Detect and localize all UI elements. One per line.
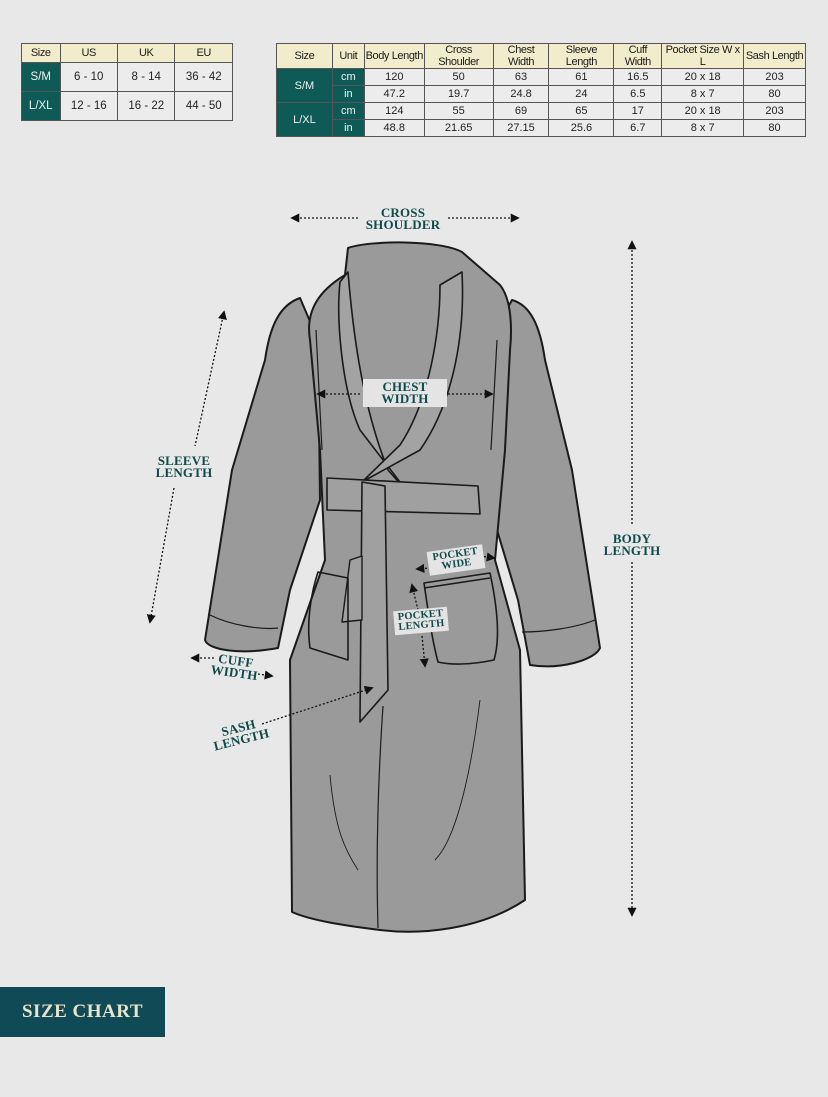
label-line: SHOULDER	[365, 217, 441, 232]
table-row: S/M cm 120 50 63 61 16.5 20 x 18 203	[276, 68, 806, 103]
sleeve-length-label: SLEEVE LENGTH	[148, 453, 220, 480]
label-line: SLEEVE	[157, 453, 211, 468]
sleeve-length-arrow-bottom	[146, 487, 175, 624]
robe-outline	[204, 241, 601, 933]
cuff-width-cell: 16.5	[613, 68, 663, 86]
pocket-size-cell: 20 x 18	[661, 68, 745, 86]
chest-width-cell: 27.15	[492, 119, 550, 137]
size-cell: L/XL	[276, 102, 333, 137]
chest-width-cell: 69	[492, 102, 550, 120]
label-line: CHEST	[382, 379, 428, 394]
body-length-cell: 48.8	[363, 119, 425, 137]
uk-cell: 16 - 22	[116, 91, 176, 121]
header-cell: Chest Width	[492, 43, 550, 69]
sash-length-cell: 80	[743, 119, 806, 137]
sleeve-length-cell: 65	[548, 102, 615, 120]
header-cell: Sash Length	[743, 43, 806, 69]
chest-width-cell: 24.8	[492, 85, 550, 103]
size-chart-badge: SIZE CHART	[0, 987, 165, 1037]
unit-cell: cm	[331, 102, 365, 120]
label-line: BODY	[612, 531, 652, 546]
size-cell: S/M	[276, 68, 333, 103]
international-size-table: Size US UK EU S/M 6 - 10 8 - 14 36 - 42 …	[21, 43, 233, 121]
header-cell: Unit	[331, 43, 365, 69]
cross-shoulder-cell: 19.7	[423, 85, 494, 103]
header-cell: Cuff Width	[613, 43, 663, 69]
cross-shoulder-cell: 21.65	[423, 119, 494, 137]
cuff-width-cell: 17	[613, 102, 663, 120]
chest-width-label: CHEST WIDTH	[363, 379, 447, 407]
label-line: LENGTH	[603, 543, 661, 558]
sash-length-arrow	[261, 685, 374, 725]
header-cell: Pocket Size W x L	[661, 43, 745, 69]
cuff-width-cell: 6.7	[613, 119, 663, 137]
body-length-label: BODY LENGTH	[598, 531, 666, 558]
eu-cell: 44 - 50	[174, 91, 233, 121]
measurement-table: Size Unit Body Length Cross Shoulder Che…	[276, 43, 806, 137]
pocket-size-cell: 20 x 18	[661, 102, 745, 120]
eu-cell: 36 - 42	[174, 62, 233, 92]
label-line: LENGTH	[398, 617, 445, 633]
sleeve-length-cell: 25.6	[548, 119, 615, 137]
cross-shoulder-cell: 50	[423, 68, 494, 86]
table-header-row: Size Unit Body Length Cross Shoulder Che…	[276, 43, 806, 69]
body-length-cell: 47.2	[363, 85, 425, 103]
pocket-length-arrow-top	[409, 583, 419, 611]
us-cell: 6 - 10	[59, 62, 119, 92]
header-cell: Cross Shoulder	[423, 43, 494, 69]
body-length-cell: 124	[363, 102, 425, 120]
body-length-cell: 120	[363, 68, 425, 86]
pocket-size-cell: 8 x 7	[661, 119, 745, 137]
header-cell: Size	[276, 43, 333, 69]
header-cell: Size	[21, 43, 61, 63]
table-row: in 48.8 21.65 27.15 25.6 6.7 8 x 7 80	[277, 119, 806, 137]
measurement-arrows	[146, 213, 637, 917]
pocket-size-cell: 8 x 7	[661, 85, 745, 103]
header-cell: Body Length	[363, 43, 425, 69]
table-row: L/XL 12 - 16 16 - 22 44 - 50	[21, 91, 233, 121]
table-row: S/M 6 - 10 8 - 14 36 - 42	[21, 62, 233, 92]
label-line: CROSS	[380, 205, 426, 220]
unit-cell: in	[331, 119, 365, 137]
sleeve-length-arrow-top	[194, 310, 227, 447]
cross-shoulder-label: CROSS SHOULDER	[360, 205, 446, 232]
label-line: WIDTH	[381, 391, 429, 406]
cross-shoulder-cell: 55	[423, 102, 494, 120]
us-cell: 12 - 16	[59, 91, 119, 121]
label-line: LENGTH	[155, 465, 213, 480]
sash-length-cell: 203	[743, 68, 806, 86]
uk-cell: 8 - 14	[116, 62, 176, 92]
pocket-length-arrow-bottom	[419, 635, 429, 668]
sleeve-length-cell: 24	[548, 85, 615, 103]
header-cell: Sleeve Length	[548, 43, 615, 69]
chest-width-cell: 63	[492, 68, 550, 86]
size-cell: L/XL	[21, 91, 61, 121]
pocket-length-label: POCKET LENGTH	[393, 606, 449, 636]
table-row: in 47.2 19.7 24.8 24 6.5 8 x 7 80	[277, 85, 806, 103]
